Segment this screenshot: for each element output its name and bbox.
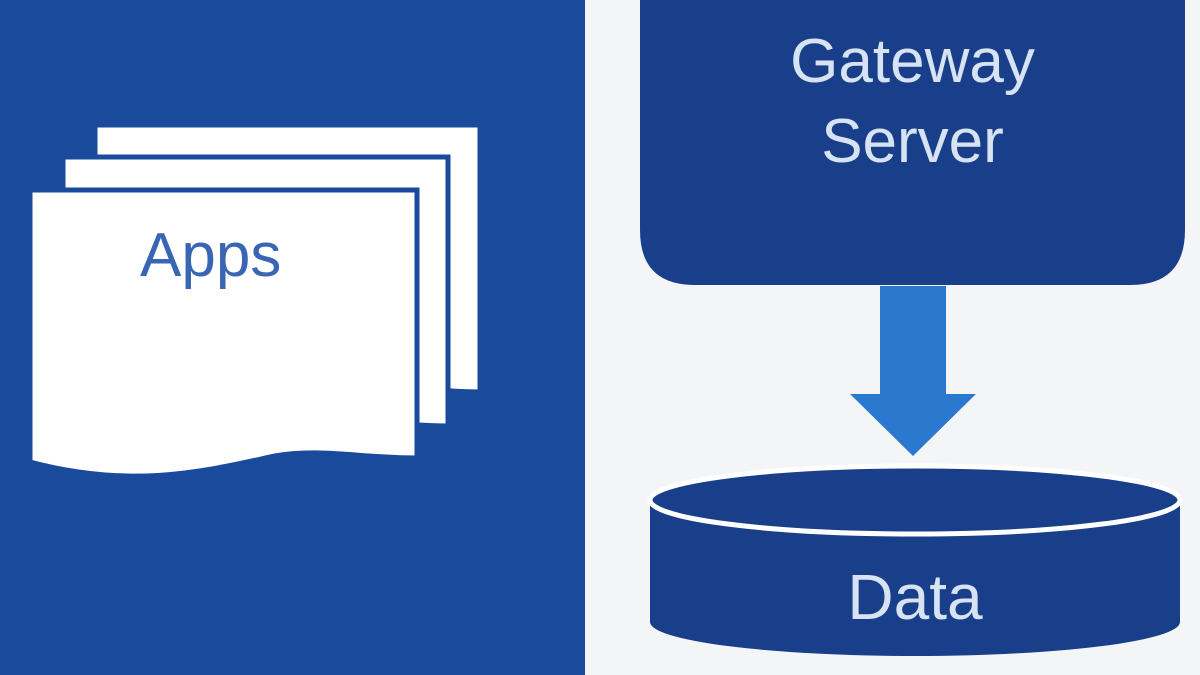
database-body [650,500,1180,656]
arrow-head [850,394,976,456]
gateway-server-box [640,0,1185,285]
arrow-shaft [880,286,946,394]
database-top [647,463,1183,537]
arrow-down-icon [850,286,976,456]
apps-label: Apps [140,221,282,290]
data-label: Data [847,561,983,633]
database-icon [647,463,1183,656]
gateway-server-label: Gateway Server [640,22,1185,182]
document-stack-icon [27,122,483,479]
server-label-line: Server [821,107,1004,176]
front-page [27,187,420,479]
gateway-label-line: Gateway [790,27,1035,96]
